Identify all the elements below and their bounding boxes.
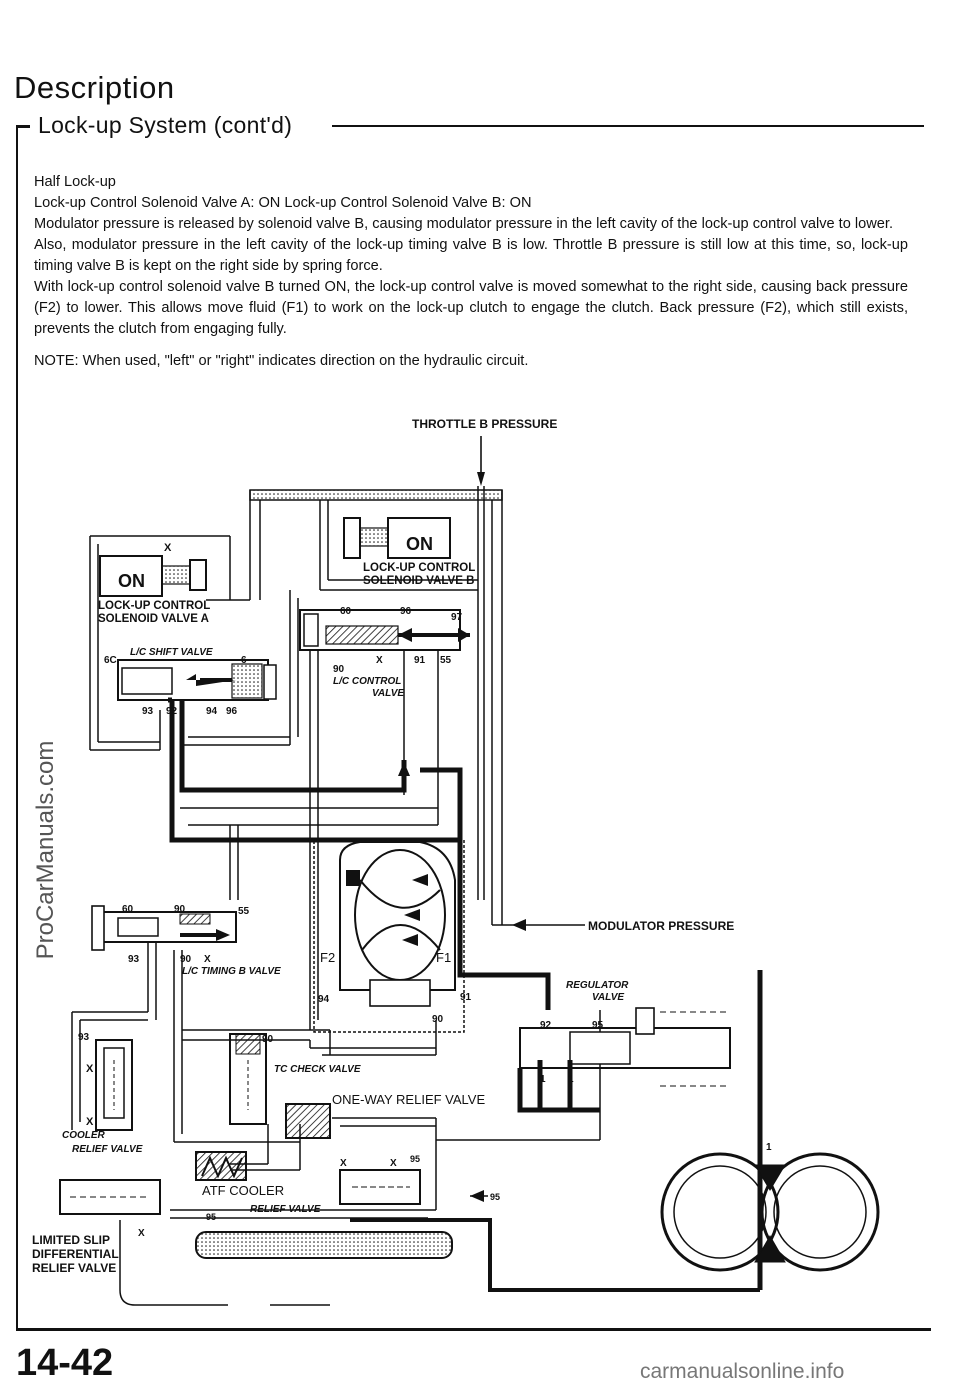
regulator-label-2: VALVE	[592, 992, 624, 1003]
port-55: 55	[440, 655, 452, 666]
limited-slip-label-1: LIMITED SLIP	[32, 1233, 110, 1247]
limited-slip-label-3: RELIEF VALVE	[32, 1261, 116, 1275]
solenoid-a-state: ON	[118, 571, 145, 591]
solenoid-a-label-2: SOLENOID VALVE A	[98, 613, 209, 625]
regulator-label-1: REGULATOR	[566, 980, 629, 991]
relief-valve: X X 95 RELIEF VALVE 95	[250, 1154, 500, 1215]
cooler-relief-valve: 93 X X COOLER RELIEF VALVE	[62, 1032, 143, 1155]
port-6: 6	[241, 655, 247, 666]
port-91-tc: 91	[460, 992, 472, 1003]
lc-timing-x: X	[204, 954, 211, 965]
paragraph-2: Also, modulator pressure in the left cav…	[34, 237, 908, 274]
port-1-a: 1	[540, 1074, 546, 1085]
upper-channels	[249, 486, 503, 926]
port-91: 91	[414, 655, 426, 666]
paragraph-3: With lock-up control solenoid valve B tu…	[34, 279, 908, 337]
one-way-relief-valve: ONE-WAY RELIEF VALVE	[285, 1092, 485, 1139]
port-90-t2: 90	[180, 954, 192, 965]
lc-shift-valve: L/C SHIFT VALVE 6C 6 93 92 94 96	[104, 647, 277, 717]
cooler-relief-label-2: RELIEF VALVE	[72, 1144, 143, 1155]
oil-pump	[660, 1152, 880, 1272]
side-watermark: ProCarManuals.com	[26, 700, 66, 1000]
port-60-t: 60	[122, 904, 134, 915]
tc-check-valve: 90 TC CHECK VALVE	[229, 1033, 361, 1125]
port-95-side: 95	[490, 1192, 500, 1202]
port-6c: 6C	[104, 655, 117, 666]
solenoid-valve-b: ON LOCK-UP CONTROL SOLENOID VALVE B	[343, 517, 475, 587]
solenoid-b-label-1: LOCK-UP CONTROL	[363, 562, 475, 574]
left-channels	[89, 535, 250, 751]
port-1-c: 1	[766, 1142, 772, 1153]
port-90: 90	[333, 664, 345, 675]
port-1-b: 1	[568, 1074, 574, 1085]
lc-control-label-2: VALVE	[372, 688, 404, 699]
port-92-r: 92	[540, 1020, 552, 1031]
port-90-check: 90	[262, 1034, 274, 1045]
page-title: Description	[14, 70, 175, 105]
solenoid-a-x: X	[164, 542, 172, 554]
modulator-pressure-label: MODULATOR PRESSURE	[588, 919, 734, 933]
bottom-watermark: carmanualsonline.info	[640, 1360, 845, 1383]
atf-cooler: ATF COOLER 95	[195, 1151, 284, 1222]
cooler-x-2: X	[86, 1116, 94, 1128]
header-rule-right	[332, 125, 924, 127]
port-55-t: 55	[238, 906, 250, 917]
page-number: 14-42	[16, 1342, 114, 1384]
paragraph-1: Modulator pressure is released by soleno…	[34, 216, 894, 232]
note-text: NOTE: When used, "left" or "right" indic…	[34, 353, 529, 369]
limited-slip-relief-valve: X LIMITED SLIP DIFFERENTIAL RELIEF VALVE	[32, 1179, 161, 1275]
frame-bottom-rule	[16, 1328, 931, 1331]
port-90-tc: 90	[432, 1014, 444, 1025]
solenoid-b-label-2: SOLENOID VALVE B	[363, 575, 474, 587]
lc-timing-label: L/C TIMING B VALVE	[182, 966, 281, 977]
section-subtitle: Lock-up System (cont'd)	[38, 112, 293, 138]
throttle-arrow	[477, 472, 485, 486]
port-96-b: 96	[400, 606, 412, 617]
f1-label: F1	[436, 950, 451, 965]
port-94-tc: 94	[318, 994, 330, 1005]
one-way-relief-label: ONE-WAY RELIEF VALVE	[332, 1092, 485, 1107]
port-95-r: 95	[592, 1020, 604, 1031]
port-94: 94	[206, 706, 218, 717]
solenoid-valve-a: ON X LOCK-UP CONTROL SOLENOID VALVE A	[98, 542, 210, 625]
relief-valve-label: RELIEF VALVE	[250, 1204, 321, 1215]
cooler-x-1: X	[86, 1063, 94, 1075]
atf-cooler-label: ATF COOLER	[202, 1183, 284, 1198]
lc-control-label-1: L/C CONTROL	[333, 676, 401, 687]
f2-label: F2	[320, 950, 335, 965]
port-93-t: 93	[128, 954, 140, 965]
cooler-relief-label-1: COOLER	[62, 1130, 106, 1141]
header-rule-left	[16, 125, 30, 128]
body-text: Half Lock-up Lock-up Control Solenoid Va…	[34, 172, 908, 372]
relief-x-1: X	[340, 1158, 347, 1169]
port-90-t: 90	[174, 904, 186, 915]
port-60: 60	[340, 606, 352, 617]
solenoid-a-label-1: LOCK-UP CONTROL	[98, 600, 210, 612]
lc-shift-valve-label: L/C SHIFT VALVE	[130, 647, 213, 658]
body-heading: Half Lock-up	[34, 174, 116, 190]
throttle-b-pressure-label: THROTTLE B PRESSURE	[412, 417, 557, 431]
port-95-relief: 95	[410, 1154, 420, 1164]
torque-converter: F2 F1 94 91 90	[313, 839, 472, 1033]
port-93-c: 93	[78, 1032, 90, 1043]
port-96: 96	[226, 706, 238, 717]
limited-slip-label-2: DIFFERENTIAL	[32, 1247, 119, 1261]
limited-slip-x: X	[138, 1228, 145, 1239]
relief-x-2: X	[390, 1158, 397, 1169]
oil-strainer	[119, 1218, 760, 1306]
side-watermark-text: ProCarManuals.com	[32, 740, 59, 960]
lc-control-x: X	[376, 655, 383, 666]
lc-control-valve: 60 96 97 90 X 91 55 L/C CONTROL VALVE	[299, 606, 470, 699]
port-97: 97	[451, 612, 463, 623]
tc-check-label: TC CHECK VALVE	[274, 1064, 361, 1075]
frame-left-rule	[16, 125, 18, 1330]
lc-timing-b-valve: 60 90 55 93 90 X L/C TIMING B VALVE	[91, 904, 281, 977]
port-95-atf: 95	[206, 1212, 216, 1222]
regulator-valve: REGULATOR VALVE 92 95 1 1 1	[517, 970, 772, 1290]
solenoid-state-line: Lock-up Control Solenoid Valve A: ON Loc…	[34, 195, 532, 211]
hydraulic-circuit-diagram: THROTTLE B PRESSURE ON LOCK-UP CONTROL S…	[32, 417, 880, 1306]
port-93: 93	[142, 706, 154, 717]
solenoid-b-state: ON	[406, 534, 433, 554]
